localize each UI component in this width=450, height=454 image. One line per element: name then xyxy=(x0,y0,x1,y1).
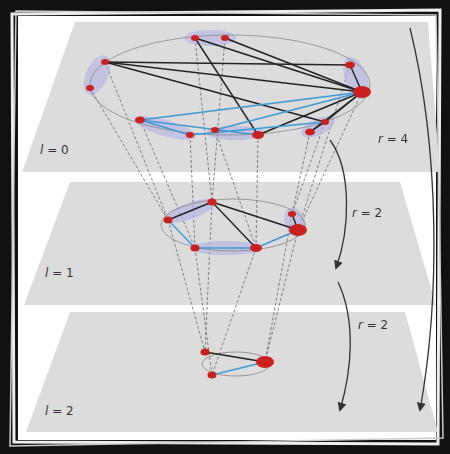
layer-label: l = 0 xyxy=(40,143,69,157)
layer-label: l = 2 xyxy=(45,404,74,418)
layer-label: l = 1 xyxy=(45,266,74,280)
scale-label: r = 2 xyxy=(358,318,388,332)
scale-label: r = 4 xyxy=(378,132,408,146)
scale-label: r = 2 xyxy=(352,206,382,220)
